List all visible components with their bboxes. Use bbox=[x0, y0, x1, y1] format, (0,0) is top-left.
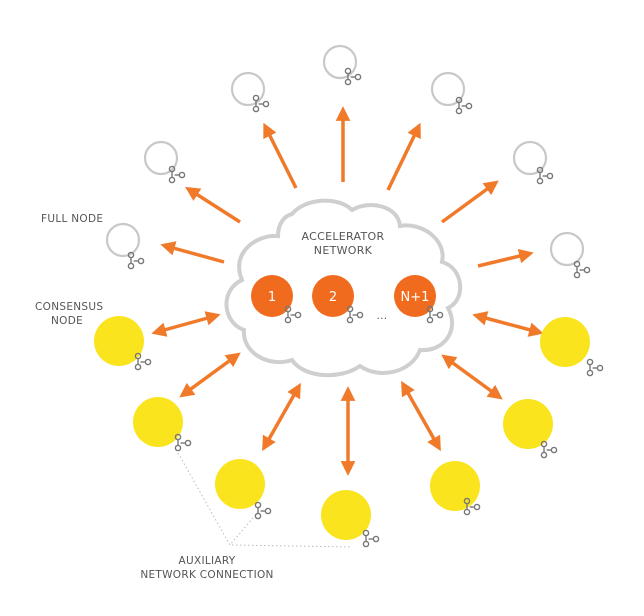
full-node-label: FULL NODE bbox=[41, 213, 103, 225]
full-node-ring bbox=[549, 231, 585, 267]
cloud-label-line1: ACCELERATOR bbox=[302, 230, 385, 243]
accelerator-node-label-1: 1 bbox=[268, 290, 276, 305]
consensus-node bbox=[540, 317, 590, 367]
consensus-node bbox=[133, 397, 183, 447]
arrow-consensus-6 bbox=[441, 354, 503, 400]
connection-icon bbox=[573, 260, 591, 279]
consensus-node bbox=[94, 316, 144, 366]
accelerator-node-label-2: 2 bbox=[329, 290, 337, 305]
accelerator-node bbox=[394, 275, 436, 317]
arrow-consensus-5 bbox=[401, 380, 441, 452]
connection-icon bbox=[254, 501, 272, 520]
arrow-full-node-2 bbox=[185, 186, 241, 224]
consensus-node bbox=[215, 459, 265, 509]
arrow-full-node-7 bbox=[477, 248, 534, 268]
arrow-consensus-2 bbox=[179, 352, 241, 398]
consensus-node-label-line1: CONSENSUS bbox=[35, 301, 103, 313]
aux-label-line2: NETWORK CONNECTION bbox=[140, 569, 273, 581]
connection-icon bbox=[540, 440, 558, 459]
arrow-consensus-1 bbox=[151, 311, 221, 337]
arrow-full-node-1 bbox=[160, 241, 225, 264]
full-node-ring bbox=[143, 140, 179, 176]
accelerator-node bbox=[312, 275, 354, 317]
full-node-ring bbox=[430, 71, 466, 107]
consensus-nodes bbox=[94, 316, 590, 540]
full-node-ring bbox=[512, 140, 548, 176]
arrow-full-node-5 bbox=[386, 122, 421, 191]
arrows bbox=[151, 106, 544, 476]
auxiliary-connections bbox=[177, 452, 353, 548]
accelerator-node bbox=[251, 275, 293, 317]
accelerator-node-group: 1 2 N+1 ... bbox=[251, 275, 436, 322]
arrow-consensus-7 bbox=[472, 311, 544, 337]
cloud-label-line2: NETWORK bbox=[314, 244, 373, 257]
full-nodes bbox=[105, 44, 585, 267]
full-node-ring bbox=[322, 44, 358, 80]
aux-label-line1: AUXILIARY bbox=[178, 555, 235, 567]
full-node-ring bbox=[105, 222, 141, 258]
consensus-node bbox=[503, 399, 553, 449]
accelerator-node-label-3: N+1 bbox=[401, 290, 430, 305]
full-node-ring bbox=[230, 71, 266, 107]
arrow-full-node-3 bbox=[263, 122, 298, 189]
consensus-node bbox=[430, 461, 480, 511]
connection-icon bbox=[362, 529, 380, 548]
consensus-node-label-line2: NODE bbox=[51, 315, 83, 327]
connection-icon bbox=[586, 358, 604, 377]
consensus-node bbox=[321, 490, 371, 540]
arrow-full-node-6 bbox=[440, 180, 499, 224]
accelerator-ellipsis: ... bbox=[377, 310, 388, 322]
arrow-consensus-3 bbox=[262, 382, 301, 452]
aux-line-b bbox=[231, 544, 353, 548]
